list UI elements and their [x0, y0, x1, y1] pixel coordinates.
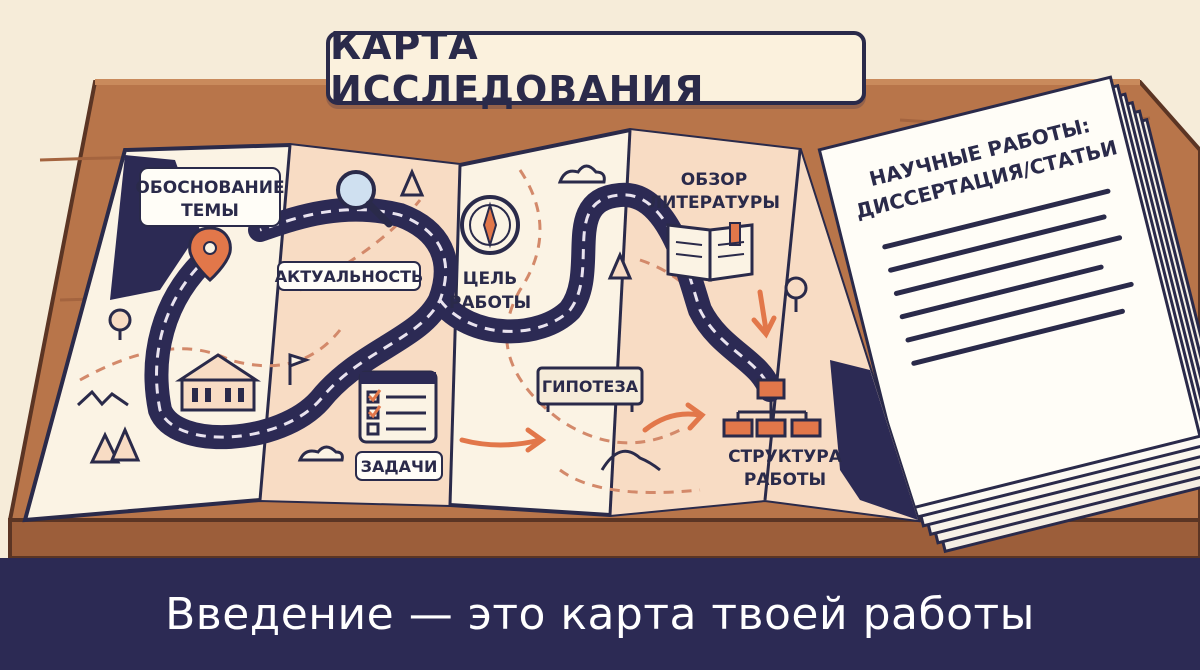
compass-icon: [460, 195, 520, 255]
label-literature-review: ОБЗОР ЛИТЕРАТУРЫ: [648, 170, 780, 213]
page-title: КАРТА ИССЛЕДОВАНИЯ: [330, 24, 705, 112]
hypothesis-text: ГИПОТЕЗА: [542, 377, 639, 396]
relevance-text: АКТУАЛЬНОСТЬ: [275, 267, 423, 286]
mountain-icon: [76, 389, 661, 472]
magnifier-icon: [336, 170, 393, 228]
literature-line-2: ЛИТЕРАТУРЫ: [648, 193, 780, 213]
route-road: [144, 182, 782, 450]
title-plaque: КАРТА ИССЛЕДОВАНИЯ: [326, 24, 866, 112]
structure-line-1: СТРУКТУРА: [728, 447, 843, 467]
structure-line-2: РАБОТЫ: [744, 470, 826, 490]
label-goal: ЦЕЛЬ РАБОТЫ: [449, 269, 531, 313]
label-hypothesis: ГИПОТЕЗА: [536, 366, 644, 412]
paper-text-lines: [882, 188, 1134, 366]
label-topic-rationale: ОБОСНОВАНИЕ ТЕМЫ: [135, 167, 285, 227]
topic-rationale-line-1: ОБОСНОВАНИЕ: [135, 178, 284, 198]
literature-line-1: ОБЗОР: [681, 170, 747, 190]
label-structure: СТРУКТУРА РАБОТЫ: [728, 447, 843, 490]
water-right: [830, 360, 918, 520]
caption-banner: Введение — это карта твоей работы: [0, 558, 1200, 670]
goal-line-1: ЦЕЛЬ: [463, 269, 517, 289]
goal-line-2: РАБОТЫ: [449, 293, 531, 313]
topic-rationale-line-2: ТЕМЫ: [181, 201, 239, 221]
map-pin-icon: [188, 226, 232, 283]
arrow-icon: [459, 289, 777, 453]
tree-icon: [89, 168, 808, 464]
label-tasks: ЗАДАЧИ: [355, 451, 443, 481]
papers-stack: НАУЧНЫЕ РАБОТЫ: ДИССЕРТАЦИЯ/СТАТЬИ: [817, 75, 1200, 554]
flag-icon: [288, 352, 311, 385]
university-building-icon: [174, 353, 262, 412]
caption-text: Введение — это карта твоей работы: [165, 588, 1035, 640]
flowchart-icon: [722, 378, 822, 438]
cloud-icon: [297, 164, 606, 462]
tasks-text: ЗАДАЧИ: [361, 457, 438, 476]
open-book-icon: [666, 222, 754, 282]
checklist-icon: [358, 370, 438, 444]
label-relevance: АКТУАЛЬНОСТЬ: [275, 261, 423, 291]
